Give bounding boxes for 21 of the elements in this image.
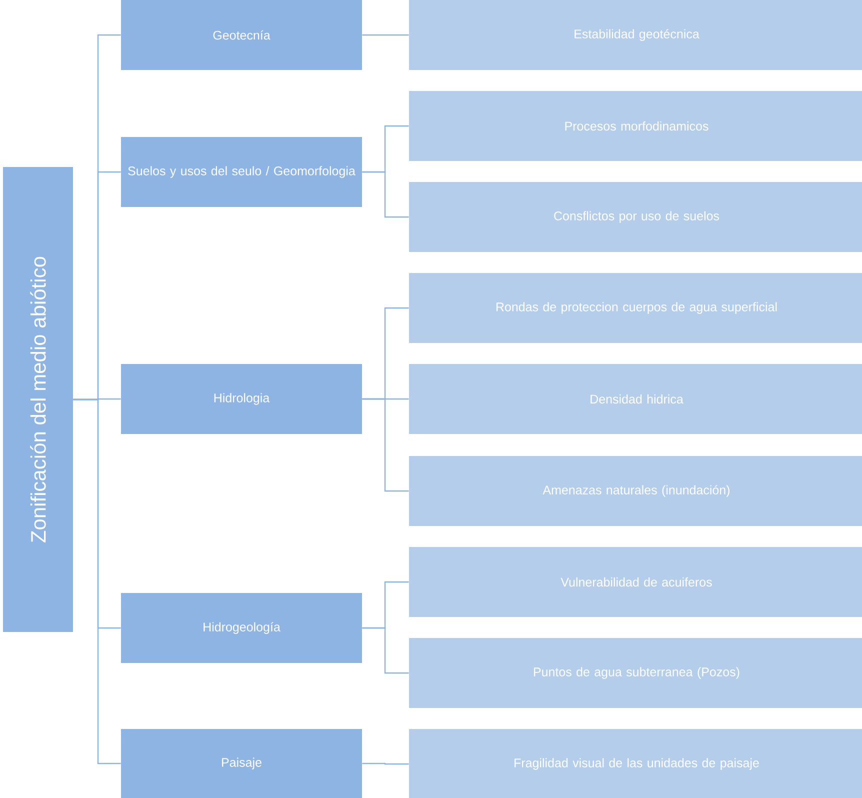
topic-box: Procesos morfodinamicos <box>409 91 862 161</box>
category-box: Geotecnía <box>121 0 362 70</box>
topic-box: Consflictos por uso de suelos <box>409 182 862 252</box>
connector-line <box>362 762 409 765</box>
root-box: Zonificación del medio abiótico <box>3 167 73 632</box>
connector-line <box>362 34 409 36</box>
topic-box: Amenazas naturales (inundación) <box>409 456 862 526</box>
topic-box: Estabilidad geotécnica <box>409 0 862 70</box>
connector-line <box>73 398 121 764</box>
connector-line <box>362 398 409 492</box>
topic-box: Rondas de proteccion cuerpos de agua superficial <box>409 273 862 343</box>
category-box: Hidrologia <box>121 364 362 434</box>
category-box: Suelos y usos del seulo / Geomorfologia <box>121 137 362 207</box>
topic-box: Fragilidad visual de las unidades de paisaje <box>409 729 862 798</box>
category-box: Paisaje <box>121 729 362 798</box>
topic-box: Densidad hidrica <box>409 364 862 434</box>
topic-box: Puntos de agua subterranea (Pozos) <box>409 638 862 708</box>
topic-box: Vulnerabilidad de acuiferos <box>409 547 862 617</box>
connector-line <box>362 171 409 218</box>
category-box: Hidrogeología <box>121 593 362 663</box>
connector-line <box>362 627 409 674</box>
